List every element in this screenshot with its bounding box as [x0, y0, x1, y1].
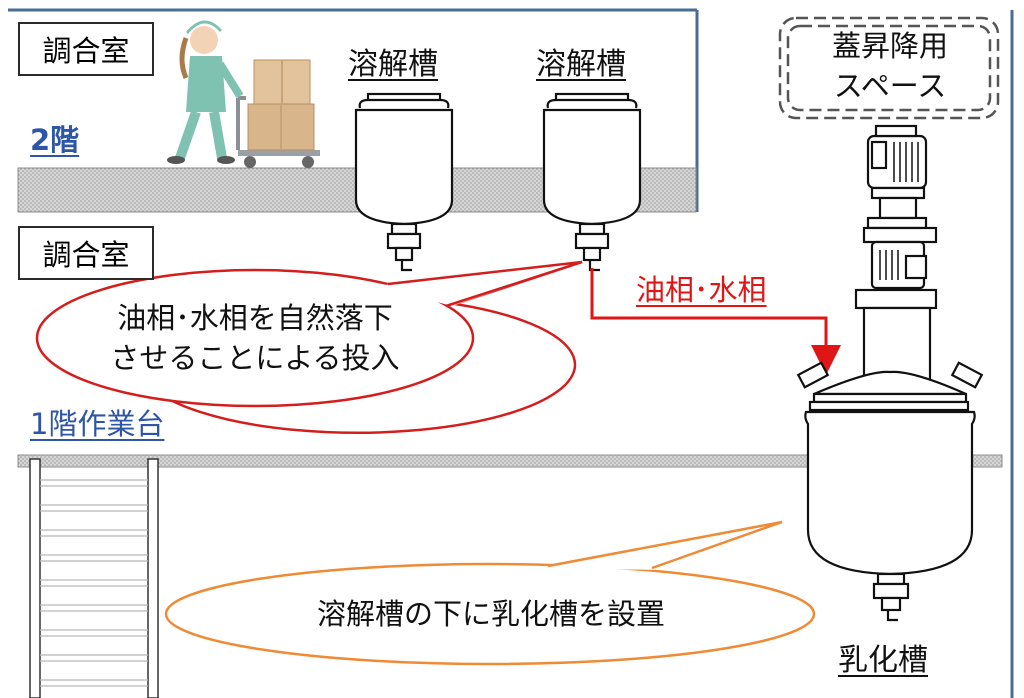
dissolve-tank-left [354, 92, 454, 272]
dissolve-tank-right [542, 92, 642, 272]
building-walls [8, 8, 1014, 698]
emulsify-tank-label: 乳化槽 [838, 643, 928, 678]
dissolve-tank-left-label: 溶解槽 [348, 47, 438, 82]
flow-label: 油相･水相 [636, 273, 767, 307]
placement-callout-text: 溶解槽の下に乳化槽を設置 [316, 597, 665, 631]
floor1-workbench-label: 1階作業台 [30, 407, 165, 441]
flow-arrow [590, 268, 841, 375]
worker-with-cart [167, 20, 320, 168]
lid-space-box [778, 16, 1000, 120]
gravity-callout-line2: させることによる投入 [110, 341, 400, 375]
lid-space-label-line1: 蓋昇降用 [831, 29, 948, 63]
emulsify-tank [796, 124, 984, 622]
dissolve-tank-right-label: 溶解槽 [536, 47, 626, 82]
floor1-room-label: 調合室 [18, 226, 154, 280]
lid-space-label-line2: スペース [833, 69, 947, 103]
gravity-callout-line1: 油相･水相を自然落下 [117, 301, 393, 335]
floor2-room-label: 調合室 [18, 22, 154, 76]
placement-callout-bubble [164, 562, 816, 666]
floor1-workbench [17, 454, 1003, 468]
ladder [29, 458, 159, 698]
floor2-label: 2階 [30, 123, 80, 157]
gravity-callout-text: 油相･水相を自然落下 させることによる投入 [70, 298, 440, 378]
gravity-callout-bubble [35, 268, 475, 408]
